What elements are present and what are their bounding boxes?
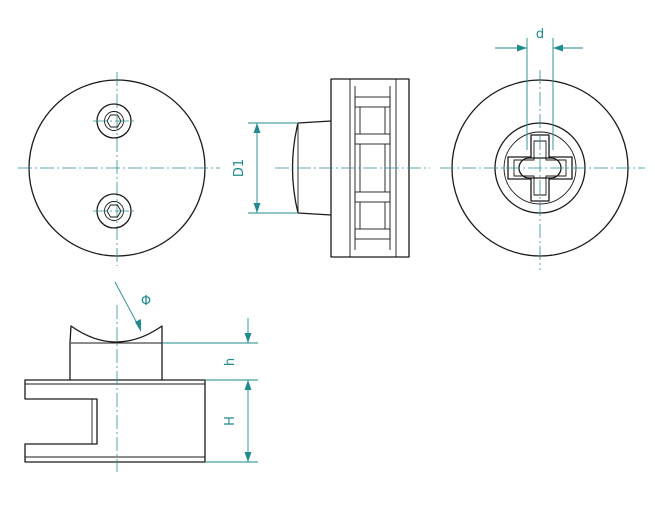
clamp-body: [24, 379, 206, 463]
cross-socket: [507, 134, 573, 202]
bottom-view: Φ h H: [24, 281, 258, 472]
H-label: H: [223, 416, 238, 426]
upper-screw: [93, 103, 135, 139]
h-label: h: [223, 358, 238, 366]
rear-view: d: [440, 27, 645, 270]
side-view: D1: [232, 78, 430, 258]
d-label: d: [536, 27, 544, 42]
phi-label: Φ: [141, 294, 151, 309]
dimension-d: d: [495, 27, 583, 150]
front-view: [18, 72, 220, 266]
lower-screw: [93, 193, 135, 229]
d1-label: D1: [232, 159, 247, 177]
dimension-d1: D1: [232, 122, 298, 214]
dimension-h: h: [162, 318, 258, 390]
dimension-H: H: [205, 380, 258, 463]
saddle-profile: [69, 325, 163, 381]
dimension-phi: Φ: [114, 281, 151, 332]
